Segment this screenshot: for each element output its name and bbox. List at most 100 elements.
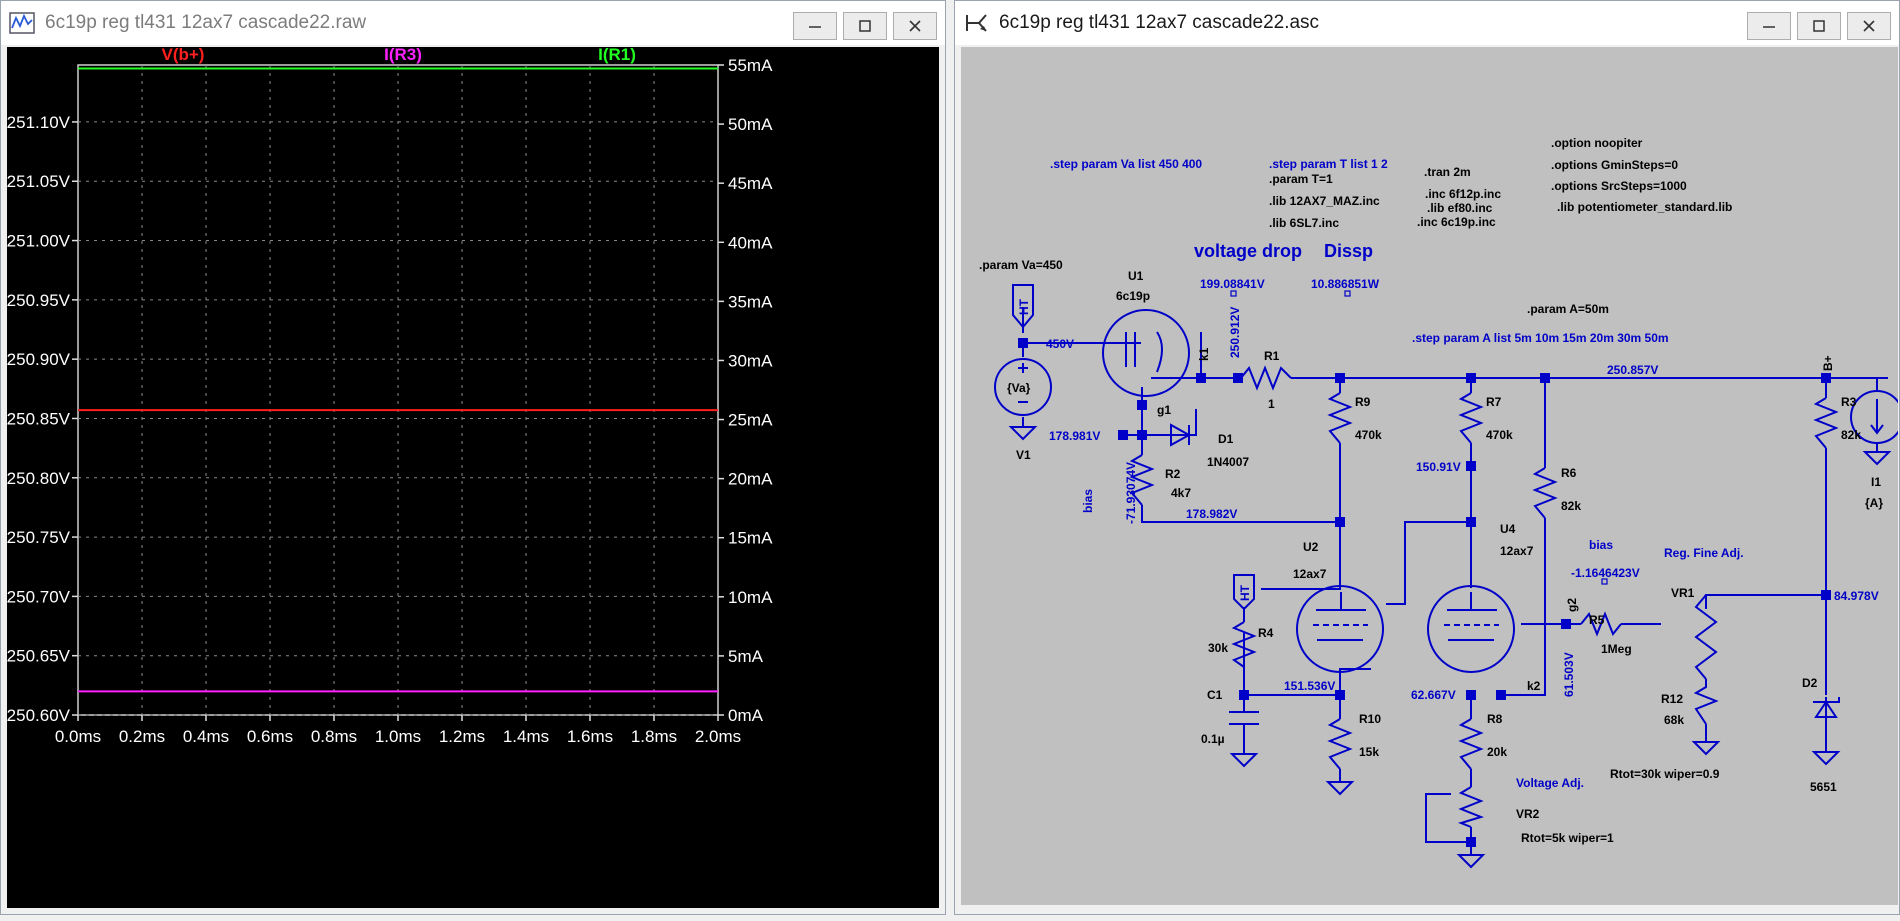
param-a-directive: .param A=50m — [1527, 302, 1609, 316]
diodes — [1170, 423, 1840, 718]
r2-value: 4k7 — [1171, 486, 1191, 500]
r9-label: R9 — [1355, 395, 1371, 409]
minimize-button[interactable] — [793, 12, 837, 40]
schematic-titlebar[interactable]: 6c19p reg tl431 12ax7 cascade22.asc — [955, 1, 1899, 45]
opt-noopiter-directive: .option noopiter — [1551, 136, 1643, 150]
v61-503-label: 61.503V — [1562, 652, 1576, 697]
vr1-symbol — [1694, 594, 1718, 680]
v250-857-label: 250.857V — [1607, 363, 1658, 377]
grounds — [1008, 426, 1892, 869]
y-left-tick-label: 250.85V — [7, 409, 71, 428]
i1-value: {A} — [1865, 496, 1883, 510]
vr2-label: VR2 — [1516, 807, 1540, 821]
r7-label: R7 — [1486, 395, 1502, 409]
r12-value: 68k — [1664, 713, 1684, 727]
y-left-tick-label: 250.95V — [7, 291, 71, 310]
r9-value: 470k — [1355, 428, 1382, 442]
v178-982-label: 178.982V — [1186, 507, 1237, 521]
d1-value: 1N4007 — [1207, 455, 1249, 469]
r7-symbol — [1458, 392, 1484, 444]
opt-gmin-directive: .options GminSteps=0 — [1551, 158, 1678, 172]
r10-value: 15k — [1359, 745, 1379, 759]
y-left-tick-label: 250.60V — [7, 706, 71, 725]
u2-label: U2 — [1303, 540, 1319, 554]
r8-symbol — [1458, 718, 1484, 770]
r9-symbol — [1327, 392, 1353, 444]
u2-value: 12ax7 — [1293, 567, 1327, 581]
schematic-close-button[interactable] — [1847, 12, 1891, 40]
y-left-tick-label: 250.65V — [7, 647, 71, 666]
x-tick-label: 1.0ms — [375, 727, 421, 746]
trace-label[interactable]: V(b+) — [162, 45, 205, 64]
minimize-icon — [809, 26, 821, 28]
v450-label: 450V — [1046, 337, 1074, 351]
resistors — [1129, 365, 1839, 828]
x-tick-label: 1.2ms — [439, 727, 485, 746]
net-bplus-label: B+ — [1821, 355, 1835, 371]
y-left-tick-label: 250.75V — [7, 528, 71, 547]
r10-symbol — [1327, 718, 1353, 770]
ground-icon — [1862, 451, 1892, 466]
d1-symbol — [1170, 423, 1192, 447]
schematic-maximize-button[interactable] — [1797, 12, 1841, 40]
sources — [994, 358, 1900, 444]
ht2-label: HT — [1238, 584, 1252, 601]
volt-adj-label: Voltage Adj. — [1516, 776, 1584, 790]
y-right-tick-label: 35mA — [728, 292, 773, 311]
tran-directive: .tran 2m — [1424, 165, 1471, 179]
c1-value: 0.1µ — [1201, 732, 1225, 746]
inc-6f12p-directive: .inc 6f12p.inc — [1425, 187, 1501, 201]
v71-93-label: -71.93074V — [1124, 462, 1138, 524]
d1-label: D1 — [1218, 432, 1234, 446]
r10-label: R10 — [1359, 712, 1381, 726]
r6-label: R6 — [1561, 466, 1577, 480]
r5-symbol — [1580, 611, 1622, 637]
voltage-drop-label: voltage drop — [1194, 241, 1302, 261]
i1-source — [1850, 390, 1900, 444]
maximize-icon — [1813, 20, 1825, 32]
maximize-button[interactable] — [843, 12, 887, 40]
schematic-minimize-button[interactable] — [1747, 12, 1791, 40]
close-button[interactable] — [893, 12, 937, 40]
schematic-app-icon — [966, 14, 987, 32]
r12-symbol — [1693, 679, 1719, 725]
param-t-directive: .param T=1 — [1269, 172, 1333, 186]
r7-value: 470k — [1486, 428, 1513, 442]
ground-icon — [1811, 751, 1841, 766]
y-right-tick-label: 50mA — [728, 115, 773, 134]
step-va-directive: .step param Va list 450 400 — [1050, 157, 1202, 171]
lib-12ax7-directive: .lib 12AX7_MAZ.inc — [1269, 194, 1380, 208]
v250-912-label: 250.912V — [1228, 307, 1242, 358]
d2-value: 5651 — [1810, 780, 1837, 794]
schematic-drawing[interactable]: .step param Va list 450 400 .step param … — [961, 47, 1900, 905]
r3-value: 82k — [1841, 428, 1861, 442]
x-tick-label: 1.4ms — [503, 727, 549, 746]
lib-ef80-directive: .lib ef80.inc — [1427, 201, 1493, 215]
dissp-value: 10.886851W — [1311, 277, 1380, 291]
net-k2-label: k2 — [1527, 679, 1541, 693]
schematic-canvas[interactable]: .step param Va list 450 400 .step param … — [961, 47, 1900, 905]
bias2-label: bias — [1589, 538, 1613, 552]
c1-label: C1 — [1207, 688, 1223, 702]
trace-label[interactable]: I(R1) — [598, 45, 636, 64]
trace-label[interactable]: I(R3) — [384, 45, 422, 64]
y-right-tick-label: 20mA — [728, 470, 773, 489]
v1-value: {Va} — [1007, 381, 1031, 395]
u4-label: U4 — [1500, 522, 1516, 536]
u1-value: 6c19p — [1116, 289, 1150, 303]
waveform-window-title: 6c19p reg tl431 12ax7 cascade22.raw — [45, 12, 367, 33]
ground-icon — [1691, 741, 1721, 756]
waveform-titlebar[interactable]: 6c19p reg tl431 12ax7 cascade22.raw — [1, 1, 945, 45]
y-right-tick-label: 0mA — [728, 706, 764, 725]
minimize-icon — [1763, 26, 1775, 28]
waveform-app-icon — [9, 12, 35, 34]
net-k1-label: k1 — [1197, 347, 1211, 361]
y-left-tick-label: 250.70V — [7, 587, 71, 606]
x-tick-label: 2.0ms — [695, 727, 741, 746]
r6-symbol — [1532, 467, 1558, 519]
r4-value: 30k — [1208, 641, 1228, 655]
ht-flag-icon — [1012, 284, 1034, 329]
r3-label: R3 — [1841, 395, 1857, 409]
